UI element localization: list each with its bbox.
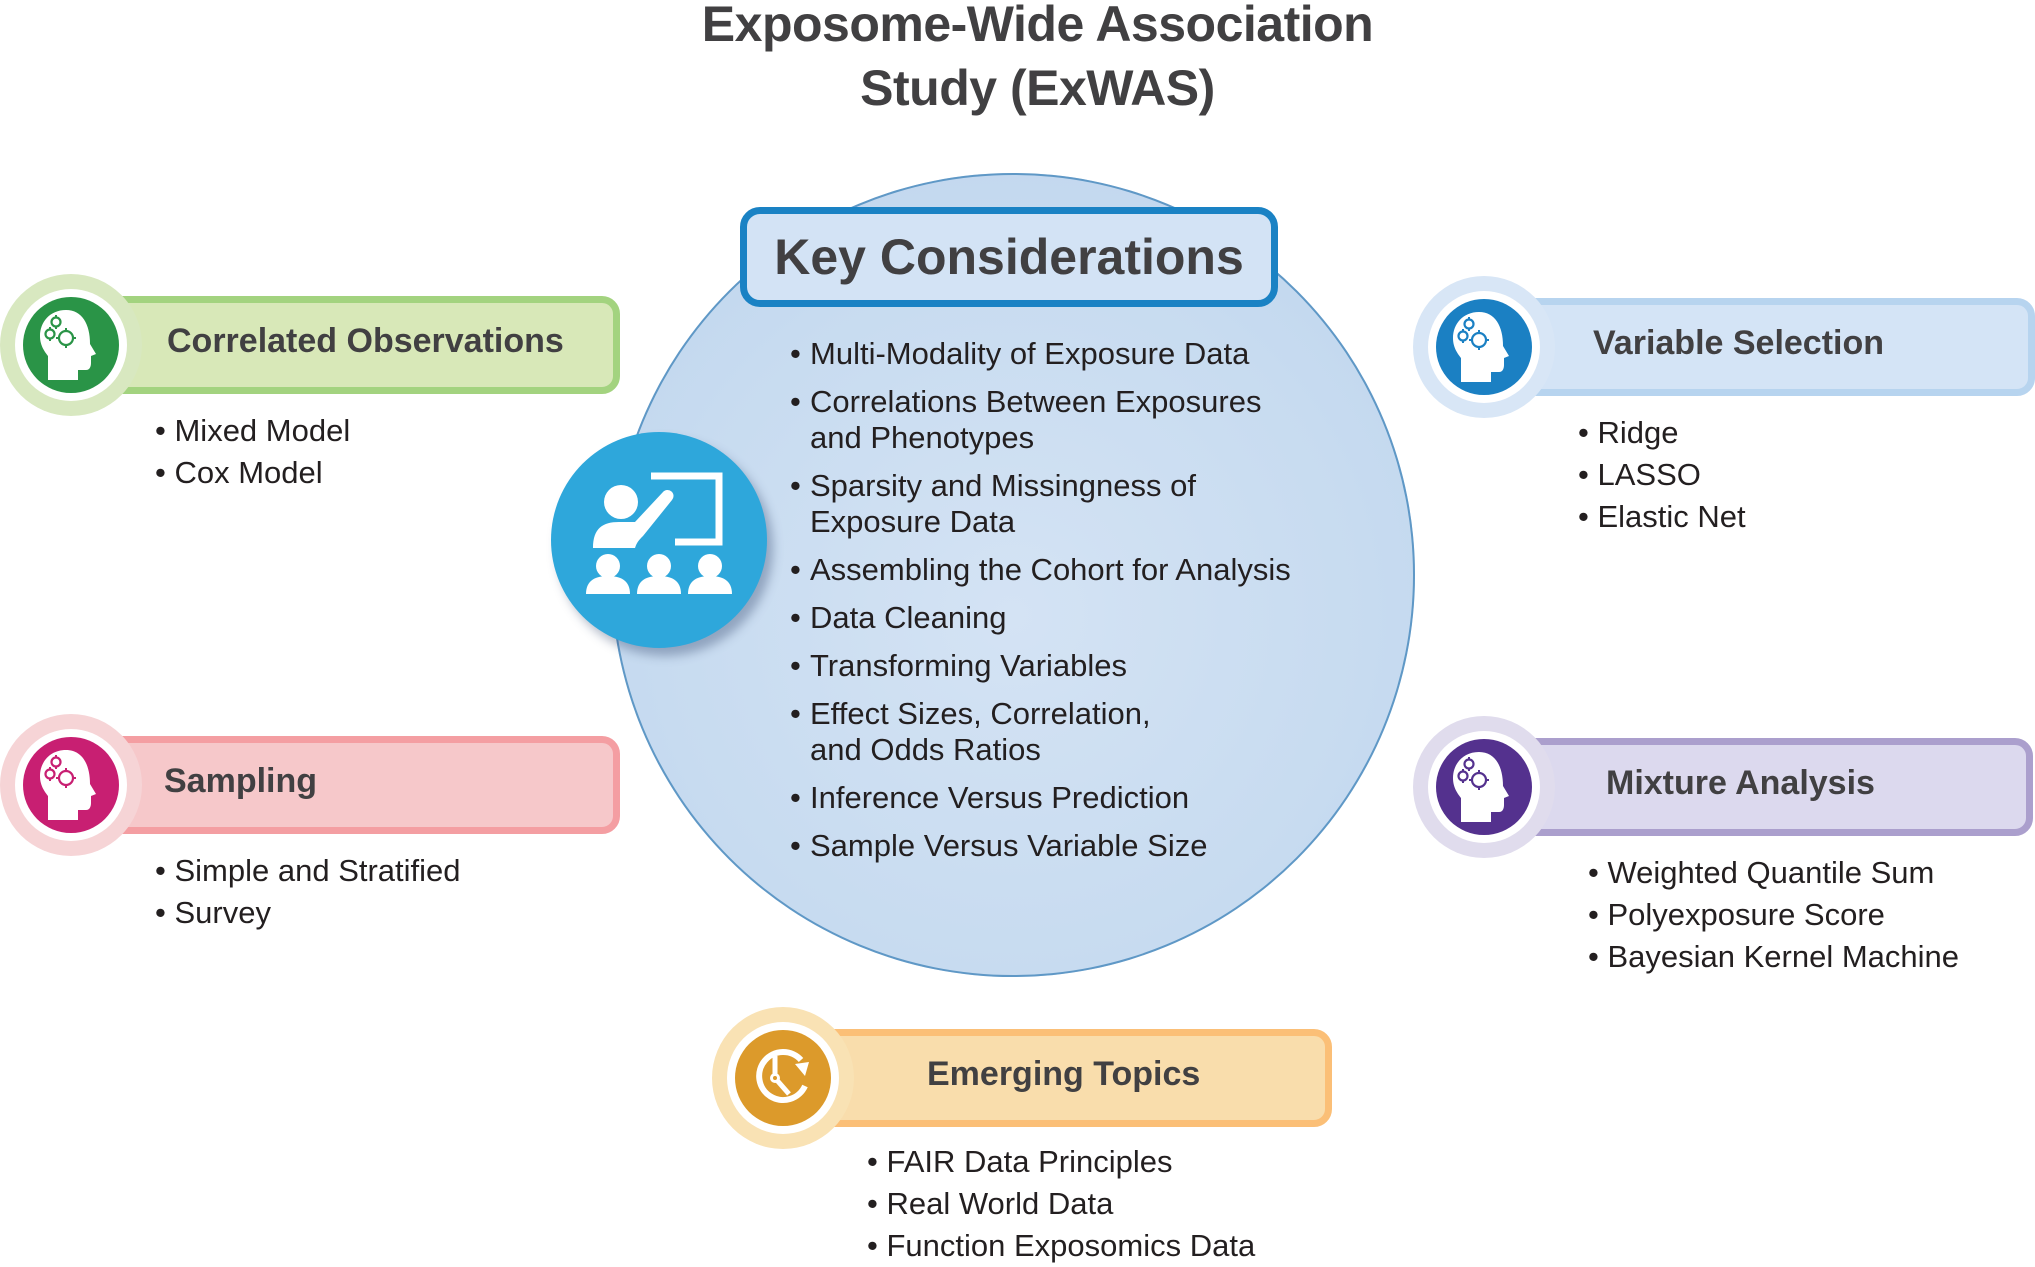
item-text: Real World Data: [886, 1186, 1114, 1221]
list-item: • Effect Sizes, Correlation,and Odds Rati…: [790, 696, 1350, 768]
item-text: Bayesian Kernel Machine: [1607, 939, 1960, 974]
list-item: • Multi-Modality of Exposure Data: [790, 336, 1350, 372]
item-text: Transforming Variables: [810, 648, 1128, 683]
head-gears-icon: [23, 297, 119, 393]
bullet: •: [790, 828, 801, 863]
bullet: •: [790, 600, 801, 635]
list-item: • Weighted Quantile Sum: [1588, 855, 1935, 890]
presentation-classroom-icon: [551, 432, 767, 648]
head-gears-icon: [1436, 299, 1532, 395]
category-bar: [1493, 738, 2033, 836]
diagram-title: Exposome-Wide Association Study (ExWAS): [0, 0, 2035, 120]
item-text: Elastic Net: [1597, 499, 1746, 534]
bullet: •: [790, 468, 801, 503]
item-text: Assembling the Cohort for Analysis: [810, 552, 1291, 587]
bullet: •: [790, 648, 801, 683]
bullet: •: [790, 384, 801, 419]
category-label: Emerging Topics: [927, 1055, 1201, 1093]
list-item: • Ridge: [1578, 415, 1679, 450]
category-label: Mixture Analysis: [1606, 764, 1875, 802]
list-item: • Inference Versus Prediction: [790, 780, 1350, 816]
item-text: FAIR Data Principles: [886, 1144, 1173, 1179]
list-item: • Bayesian Kernel Machine: [1588, 939, 1960, 974]
list-item: • Polyexposure Score: [1588, 897, 1885, 932]
item-text: Mixed Model: [174, 413, 351, 448]
list-item: • Simple and Stratified: [155, 853, 461, 888]
list-item: • FAIR Data Principles: [867, 1144, 1173, 1179]
item-text: Ridge: [1597, 415, 1679, 450]
list-item: • Function Exposomics Data: [867, 1228, 1256, 1263]
list-item: • Data Cleaning: [790, 600, 1350, 636]
item-text: LASSO: [1597, 457, 1701, 492]
category-label: Correlated Observations: [167, 322, 564, 360]
list-item: • Assembling the Cohort for Analysis: [790, 552, 1350, 588]
item-text: Correlations Between Exposures: [810, 384, 1262, 419]
category-items: • Mixed Model • Cox Model: [155, 410, 350, 494]
item-text: Function Exposomics Data: [886, 1228, 1256, 1263]
category-bar: [1493, 298, 2035, 396]
head-gears-icon: [23, 737, 119, 833]
clock-refresh-icon: [735, 1030, 831, 1126]
bullet: •: [790, 780, 801, 815]
category-bar: [80, 736, 620, 834]
item-text: Cox Model: [174, 455, 323, 490]
category-items: • FAIR Data Principles • Real World Data…: [867, 1141, 1255, 1267]
item-text-cont: and Phenotypes: [810, 420, 1035, 455]
list-item: • Survey: [155, 895, 271, 930]
bullet: •: [790, 696, 801, 731]
category-items: • Ridge • LASSO • Elastic Net: [1578, 412, 1746, 538]
item-text: Simple and Stratified: [174, 853, 461, 888]
category-bar: [80, 296, 620, 394]
list-item: • Elastic Net: [1578, 499, 1746, 534]
category-items: • Simple and Stratified • Survey: [155, 850, 461, 934]
head-gears-icon: [1436, 739, 1532, 835]
item-text: Sparsity and Missingness of: [810, 468, 1196, 503]
item-text: Survey: [174, 895, 271, 930]
item-text: Inference Versus Prediction: [810, 780, 1190, 815]
bullet: •: [790, 552, 801, 587]
item-text: Polyexposure Score: [1607, 897, 1885, 932]
bullet: •: [790, 336, 801, 371]
item-text-cont: and Odds Ratios: [810, 732, 1041, 767]
list-item: • Cox Model: [155, 455, 323, 490]
key-considerations-heading: Key Considerations: [740, 207, 1278, 307]
title-line-1: Exposome-Wide Association: [701, 0, 1374, 52]
list-item: • Mixed Model: [155, 413, 351, 448]
list-item: • Real World Data: [867, 1186, 1114, 1221]
item-text: Weighted Quantile Sum: [1607, 855, 1935, 890]
category-items: • Weighted Quantile Sum • Polyexposure S…: [1588, 852, 1959, 978]
item-text: Multi-Modality of Exposure Data: [810, 336, 1250, 371]
item-text: Sample Versus Variable Size: [810, 828, 1208, 863]
list-item: • LASSO: [1578, 457, 1701, 492]
category-label: Variable Selection: [1593, 324, 1885, 362]
title-line-2: Study (ExWAS): [860, 60, 1215, 116]
item-text-cont: Exposure Data: [810, 504, 1016, 539]
item-text: Data Cleaning: [810, 600, 1007, 635]
key-considerations-list: • Multi-Modality of Exposure Data • Correl…: [790, 336, 1350, 876]
list-item: • Transforming Variables: [790, 648, 1350, 684]
key-considerations-heading-text: Key Considerations: [774, 229, 1244, 285]
category-label: Sampling: [164, 762, 318, 800]
item-text: Effect Sizes, Correlation,: [810, 696, 1151, 731]
category-bar: [792, 1029, 1332, 1127]
list-item: • Sample Versus Variable Size: [790, 828, 1350, 864]
